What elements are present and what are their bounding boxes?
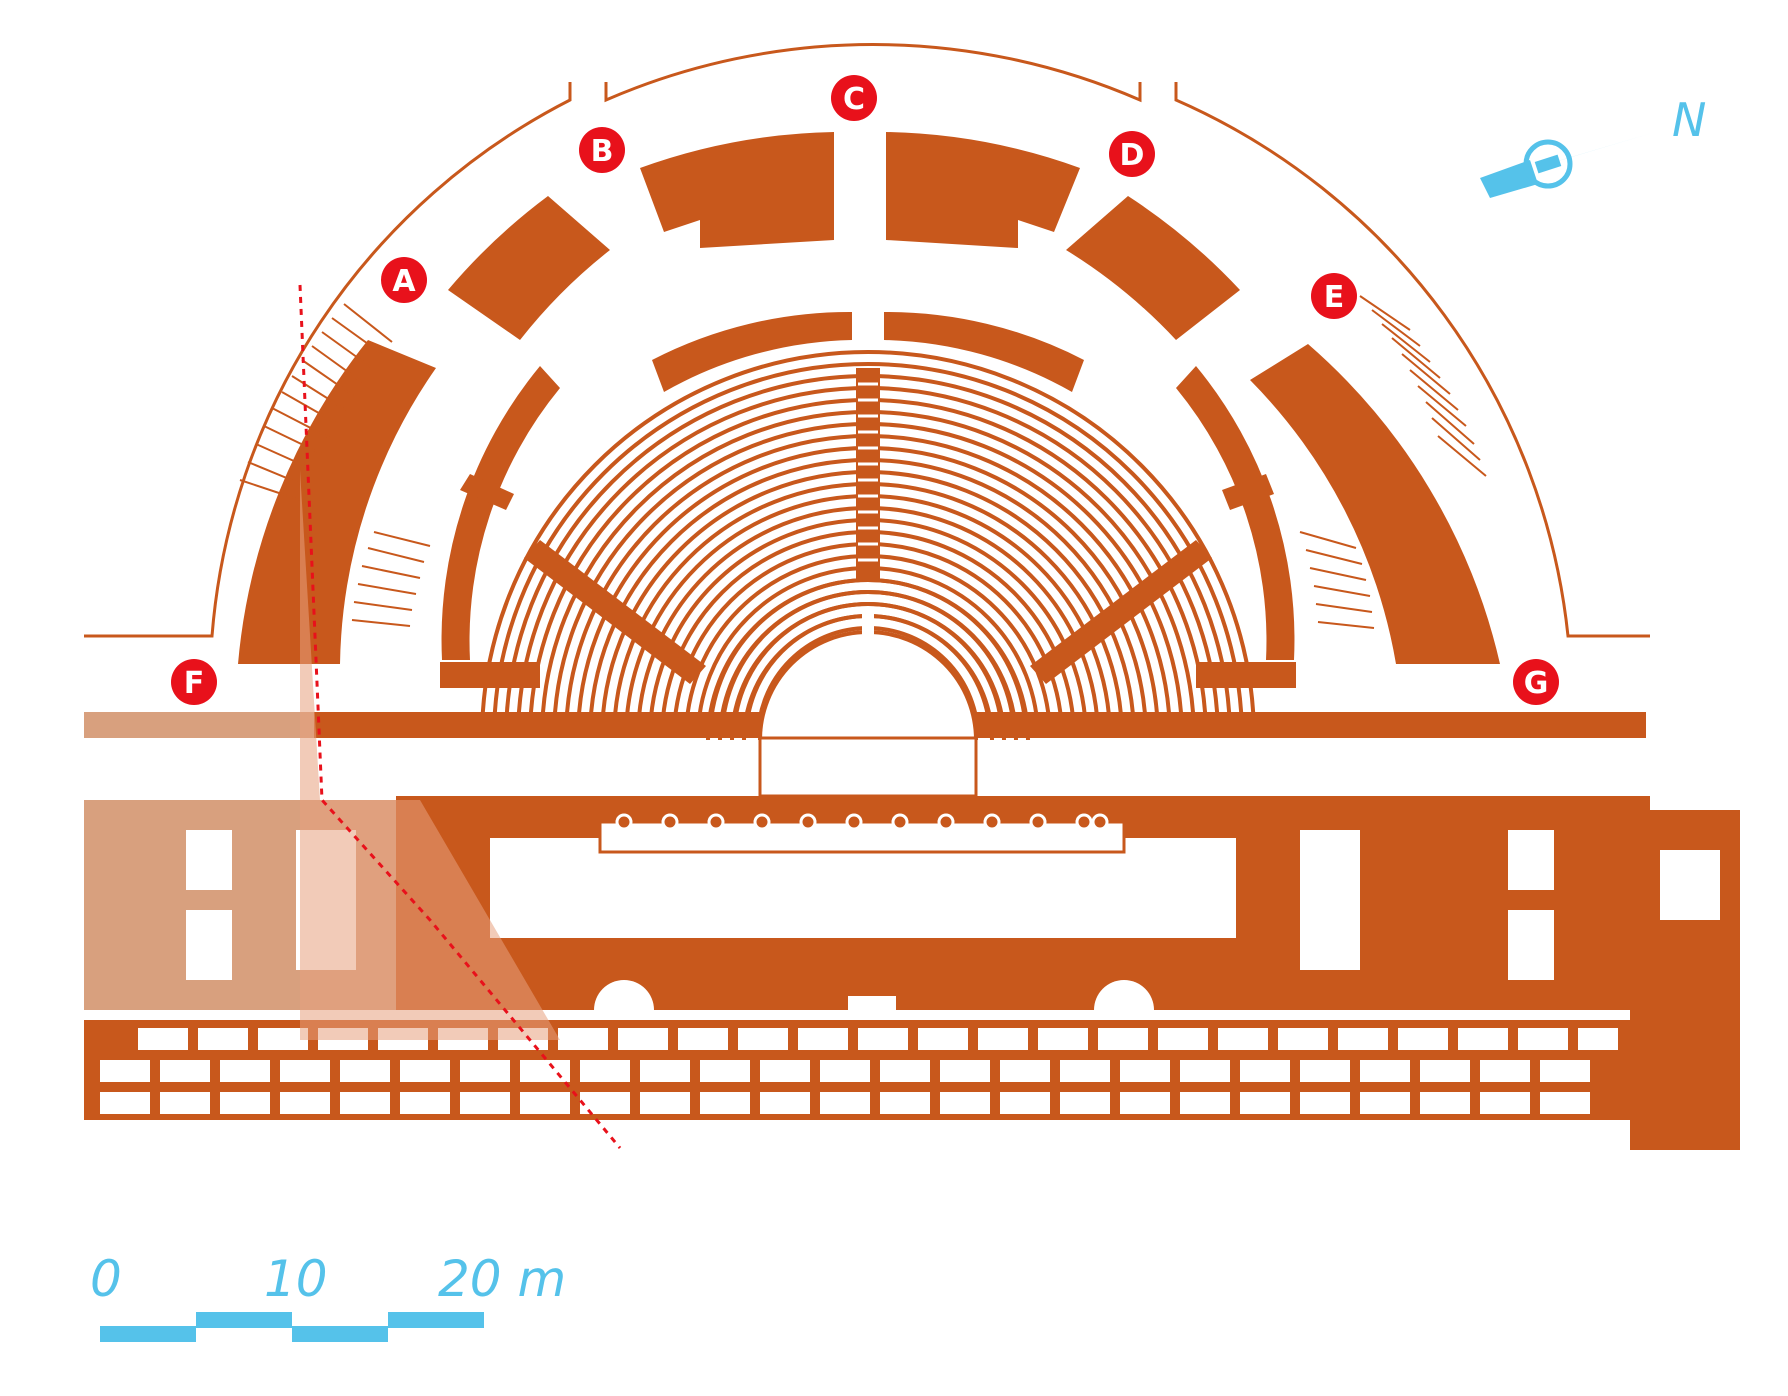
section-line <box>298 284 622 1149</box>
svg-text:C: C <box>843 82 865 117</box>
outer-ring-blocks <box>238 132 1500 664</box>
scale-tick-10: 10 <box>264 1250 328 1308</box>
compass-needle-icon <box>1480 130 1662 198</box>
front-walls <box>84 662 1646 798</box>
entrance-label-f: F <box>171 659 217 705</box>
outer-stair-hatching <box>239 295 1487 629</box>
scale-bar: 0 10 20 m <box>90 1250 566 1342</box>
svg-text:G: G <box>1524 666 1549 701</box>
orchestra <box>706 578 1030 741</box>
entrance-label-e: E <box>1311 273 1357 319</box>
outer-boundary <box>84 43 1650 638</box>
north-arrow: N <box>1480 93 1706 198</box>
stairway-steps <box>858 382 878 562</box>
svg-text:D: D <box>1120 138 1145 173</box>
entrance-label-g: G <box>1513 659 1559 705</box>
entrance-label-c: C <box>831 75 877 121</box>
svg-text:F: F <box>184 666 205 701</box>
entrance-label-b: B <box>579 127 625 173</box>
scale-tick-0: 0 <box>90 1250 122 1308</box>
svg-text:E: E <box>1324 280 1345 315</box>
entrance-label-d: D <box>1109 131 1155 177</box>
reconstructed-area-overlay <box>300 470 560 1040</box>
svg-text:B: B <box>591 134 614 169</box>
proscenium-columns <box>615 813 1109 831</box>
svg-text:A: A <box>392 264 416 299</box>
scale-tick-20: 20 m <box>438 1250 566 1308</box>
entrance-label-a: A <box>381 257 427 303</box>
middle-ring <box>441 311 1295 660</box>
north-label: N <box>1672 93 1706 147</box>
